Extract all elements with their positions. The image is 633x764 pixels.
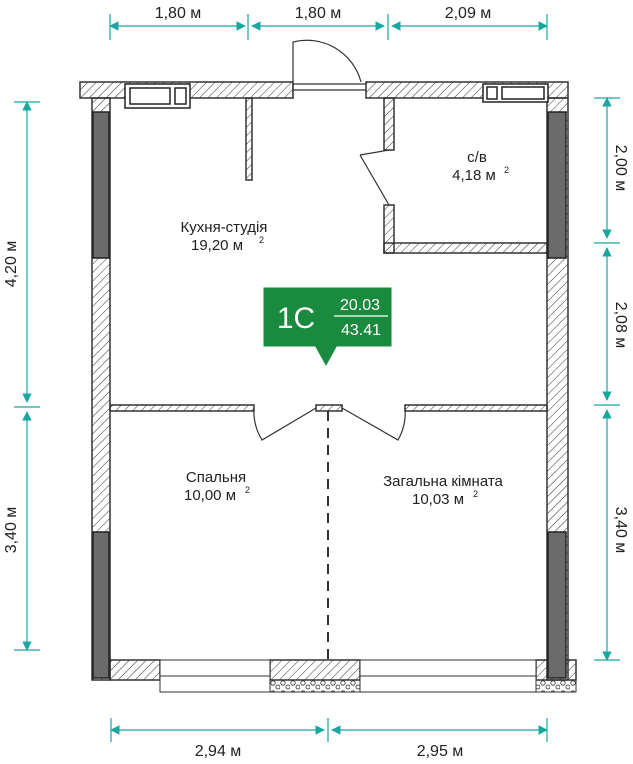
room-bathroom-sup: 2	[504, 165, 509, 175]
room-bathroom-area: 4,18 м	[452, 167, 496, 184]
dim-top-1: 1,80 м	[155, 5, 202, 22]
dim-bottom-1: 2,94 м	[195, 743, 242, 760]
dimension-lines	[14, 14, 620, 742]
dim-right-1: 2,00 м	[612, 145, 629, 192]
room-living-sup: 2	[473, 489, 478, 499]
badge-type: 1С	[277, 302, 315, 335]
room-bathroom-name: с/в	[467, 149, 487, 166]
badge-living-area: 20.03	[340, 297, 380, 314]
dim-top-3: 2,09 м	[445, 5, 492, 22]
columns	[92, 111, 567, 679]
badge-total-area: 43.41	[341, 322, 381, 339]
room-kitchen-name: Кухня-студія	[181, 219, 268, 236]
bathroom-door	[359, 149, 390, 206]
room-kitchen-area: 19,20 м	[191, 237, 243, 254]
dim-bottom-2: 2,95 м	[417, 743, 464, 760]
entrance-door	[292, 39, 366, 98]
dim-right-3: 3,40 м	[612, 507, 629, 554]
dim-top-2: 1,80 м	[295, 5, 342, 22]
dim-left-2: 3,40 м	[3, 507, 20, 554]
interior-doors	[253, 407, 406, 441]
apartment-badge: 1С 20.03 43.41	[262, 286, 393, 369]
dim-left-1: 4,20 м	[3, 241, 20, 288]
room-bedroom-sup: 2	[245, 485, 250, 495]
room-bedroom-name: Спальня	[186, 469, 246, 486]
room-kitchen-sup: 2	[259, 235, 264, 245]
room-living-name: Загальна кімната	[383, 473, 503, 490]
windows	[159, 659, 577, 693]
room-bedroom-area: 10,00 м	[184, 487, 236, 504]
vent-shafts	[124, 83, 549, 109]
room-living-area: 10,03 м	[412, 491, 464, 508]
dim-right-2: 2,08 м	[612, 302, 629, 349]
